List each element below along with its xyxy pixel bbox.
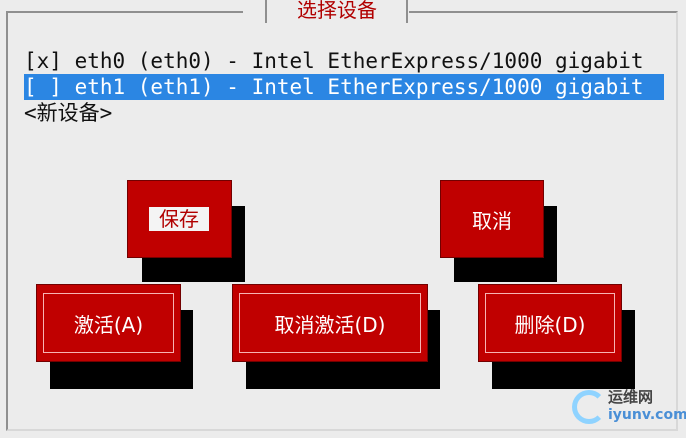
watermark-url: iyunv.com xyxy=(608,407,686,423)
device-item-eth1[interactable]: [ ] eth1 (eth1) - Intel EtherExpress/100… xyxy=(24,74,664,100)
deactivate-button-label: 取消激活(D) xyxy=(274,312,386,337)
cancel-button-label: 取消 xyxy=(472,208,512,233)
activate-button[interactable]: 激活(A) xyxy=(36,284,181,362)
delete-button[interactable]: 删除(D) xyxy=(478,284,622,362)
dialog-title: 选择设备 xyxy=(297,0,377,22)
save-button-label: 保存 xyxy=(149,207,209,231)
delete-button-inner: 删除(D) xyxy=(485,293,615,353)
cancel-button[interactable]: 取消 xyxy=(440,180,544,258)
save-button-inner: 保存 xyxy=(138,205,220,233)
watermark-label: 运维网 xyxy=(608,388,654,406)
cancel-button-inner: 取消 xyxy=(446,186,538,252)
activate-button-inner: 激活(A) xyxy=(43,293,174,353)
device-item-eth0[interactable]: [x] eth0 (eth0) - Intel EtherExpress/100… xyxy=(24,49,644,73)
delete-button-label: 删除(D) xyxy=(514,312,586,337)
new-device-item[interactable]: <新设备> xyxy=(24,101,113,125)
save-button[interactable]: 保存 xyxy=(127,180,232,258)
deactivate-button[interactable]: 取消激活(D) xyxy=(232,284,428,362)
deactivate-button-inner: 取消激活(D) xyxy=(239,293,421,353)
device-list: [x] eth0 (eth0) - Intel EtherExpress/100… xyxy=(24,48,664,126)
title-bracket-left xyxy=(265,0,267,23)
watermark: 运维网 iyunv.com xyxy=(572,386,686,430)
title-bracket-right xyxy=(406,0,408,23)
activate-button-label: 激活(A) xyxy=(73,312,144,337)
dialog-title-area: 选择设备 xyxy=(243,0,409,23)
watermark-logo-icon xyxy=(572,390,606,424)
